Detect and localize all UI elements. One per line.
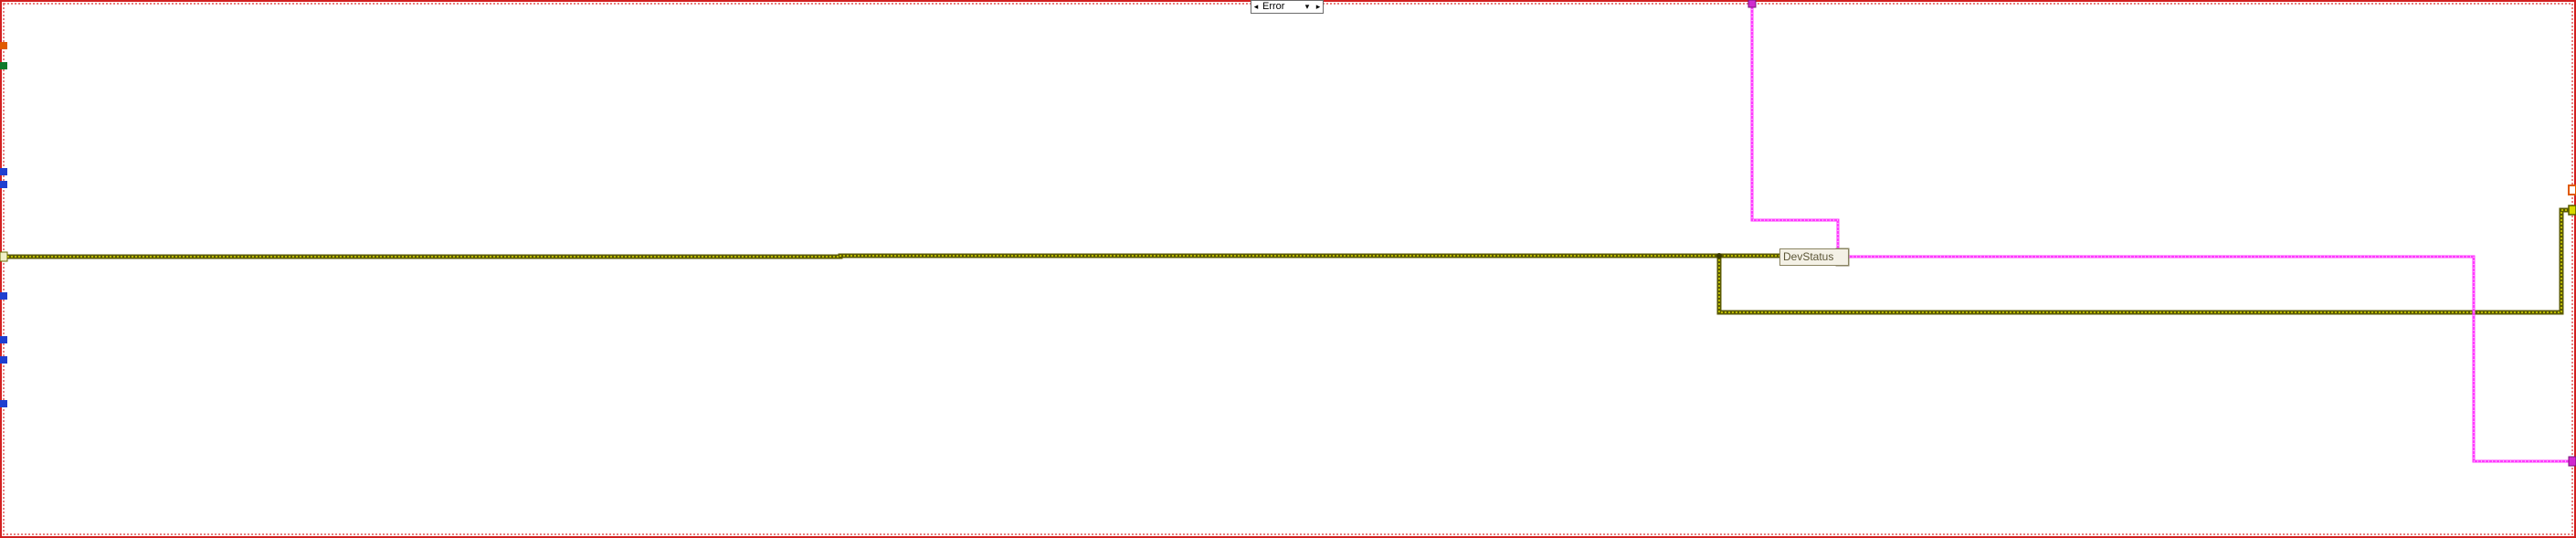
case-next-arrow-icon[interactable]: ▸ bbox=[1315, 2, 1321, 11]
tunnel-class-top bbox=[1747, 0, 1757, 8]
tunnel-numeric bbox=[0, 400, 7, 407]
tunnel-numeric bbox=[0, 356, 7, 364]
case-prev-arrow-icon[interactable]: ◂ bbox=[1253, 2, 1259, 11]
tunnel-numeric bbox=[0, 168, 7, 175]
case-selector-label: Error bbox=[1262, 1, 1285, 12]
tunnel-orange-out bbox=[2568, 185, 2576, 195]
tunnel-numeric bbox=[0, 336, 7, 343]
wire-junction bbox=[1716, 253, 1722, 258]
tunnel-numeric bbox=[0, 292, 7, 300]
tunnel-orange bbox=[0, 42, 7, 49]
chevron-down-icon[interactable]: ▾ bbox=[1304, 2, 1310, 11]
tunnel-error-in bbox=[0, 251, 8, 262]
tunnel-class-out bbox=[2568, 456, 2576, 467]
class-wire[interactable] bbox=[1750, 5, 2569, 463]
tunnel-error-out bbox=[2568, 205, 2576, 216]
unbundle-by-name-node[interactable]: DevStatus bbox=[1779, 248, 1849, 266]
error-cluster-wire[interactable] bbox=[7, 207, 2569, 315]
case-selector[interactable]: ◂ Error ▾ ▸ bbox=[1251, 0, 1324, 14]
tunnel-numeric bbox=[0, 181, 7, 188]
left-input-tunnels bbox=[0, 42, 8, 407]
tunnel-green bbox=[0, 62, 7, 69]
right-output-tunnels bbox=[2568, 185, 2576, 467]
unbundle-element-label: DevStatus bbox=[1783, 250, 1834, 263]
